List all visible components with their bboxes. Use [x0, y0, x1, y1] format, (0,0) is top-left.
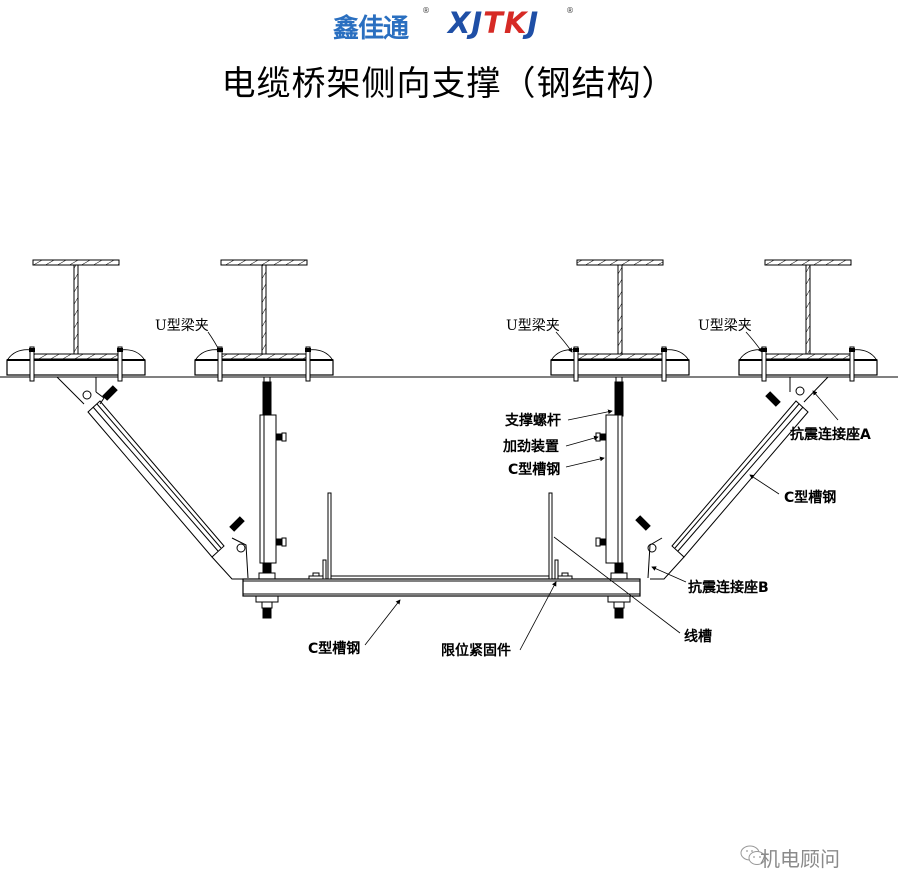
- c-channel-diagonal-label: C型槽钢: [784, 489, 836, 506]
- logo-english: XJTKJ: [448, 6, 539, 40]
- i-beam-1: [6, 259, 146, 382]
- logo-en-tk: TK: [483, 6, 528, 40]
- i-beam-4: [738, 259, 878, 382]
- u-clamp-label-2: U型梁夹: [506, 318, 560, 334]
- registered-mark-2: ®: [566, 6, 574, 15]
- cable-tray-label: 线槽: [684, 628, 712, 645]
- c-channel-bottom-label: C型槽钢: [308, 640, 360, 657]
- leader-lines: [207, 331, 839, 651]
- seismic-seat-b-label: 抗震连接座B: [688, 579, 769, 596]
- logo-chinese: 鑫佳通: [333, 14, 409, 44]
- limit-fastener-label: 限位紧固件: [441, 642, 511, 659]
- watermark-text: 机电顾问: [760, 847, 840, 871]
- left-diagonal-brace: [56, 376, 249, 580]
- u-clamp-label-3: U型梁夹: [698, 318, 752, 334]
- wechat-icon: [740, 845, 766, 865]
- logo-en-xj: XJ: [448, 6, 484, 40]
- left-vertical-support: [255, 376, 287, 619]
- registered-mark: ®: [422, 6, 430, 15]
- stiffener-label: 加劲装置: [502, 438, 559, 455]
- i-beam-2: [194, 259, 334, 382]
- support-rod-label: 支撑螺杆: [504, 412, 561, 429]
- bottom-c-channel: [242, 578, 641, 597]
- page-title: 电缆桥架侧向支撑（钢结构）: [221, 64, 677, 104]
- bolt-icon: [102, 385, 118, 401]
- right-diagonal-brace: [635, 376, 829, 580]
- u-clamp-label-1: U型梁夹: [155, 318, 209, 334]
- c-channel-vertical-label: C型槽钢: [508, 461, 560, 478]
- logo-en-j: J: [527, 6, 540, 40]
- cable-tray: [308, 492, 573, 580]
- right-vertical-support: [595, 376, 631, 619]
- seismic-seat-a-label: 抗震连接座A: [790, 426, 871, 443]
- i-beam-3: [550, 259, 690, 382]
